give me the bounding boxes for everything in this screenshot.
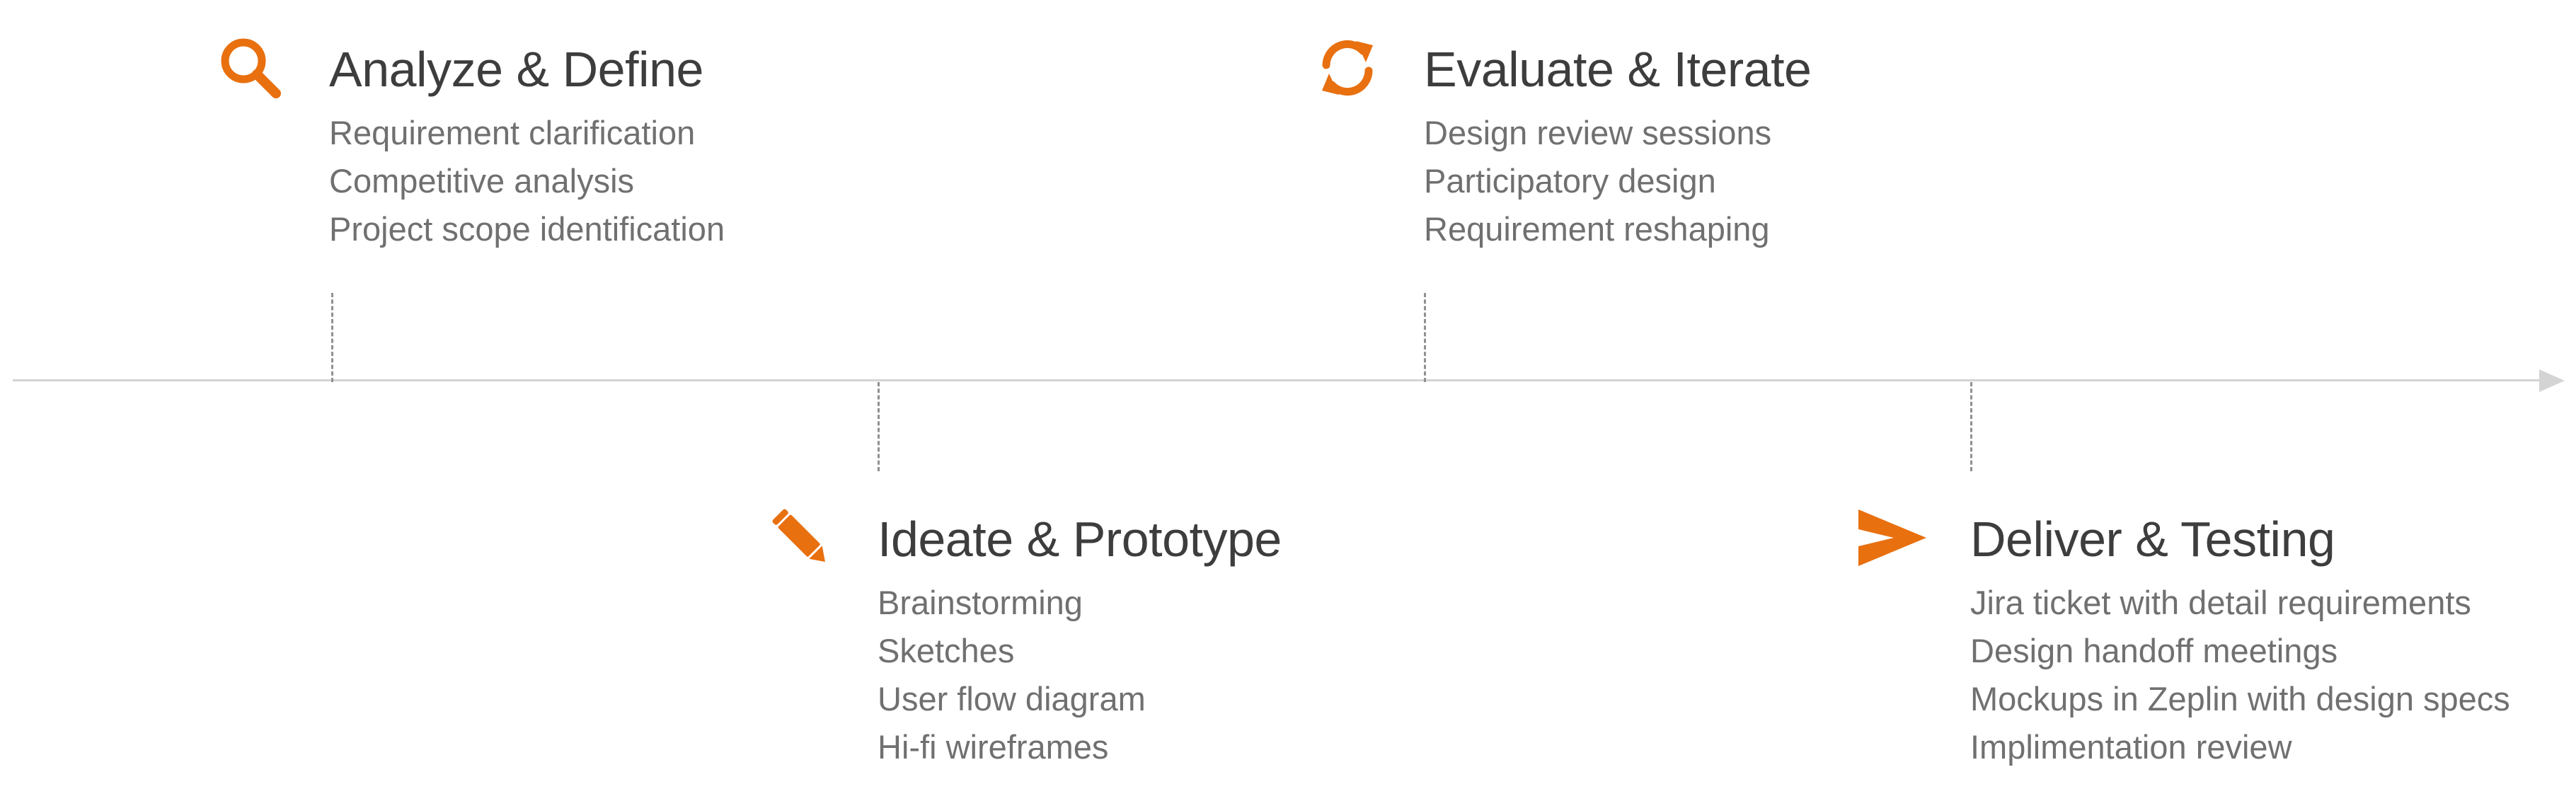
stage-title: Analyze & Define <box>329 42 703 97</box>
stage-title: Deliver & Testing <box>1970 512 2335 567</box>
tick-analyze <box>331 293 333 382</box>
send-icon <box>1858 509 1926 566</box>
list-item: Requirement clarification <box>329 114 696 151</box>
list-item: Design review sessions <box>1424 114 1772 151</box>
list-item: Hi-fi wireframes <box>878 728 1109 766</box>
stage-item-list: Requirement clarification Competitive an… <box>329 109 725 253</box>
list-item: Competitive analysis <box>329 162 635 200</box>
list-item: Mockups in Zeplin with design specs <box>1970 680 2510 718</box>
timeline-axis <box>13 379 2539 381</box>
stage-title: Ideate & Prototype <box>878 512 1282 567</box>
refresh-icon <box>1322 40 1373 96</box>
tick-evaluate <box>1424 293 1426 382</box>
list-item: Project scope identification <box>329 210 725 248</box>
tick-ideate <box>878 382 880 471</box>
timeline-arrowhead <box>2539 369 2565 392</box>
stage-item-list: Jira ticket with detail requirements Des… <box>1970 579 2510 771</box>
list-item: Brainstorming <box>878 584 1083 621</box>
magnifier-icon <box>221 38 281 98</box>
stage-item-list: Brainstorming Sketches User flow diagram… <box>878 579 1146 771</box>
pencil-icon <box>772 509 825 562</box>
tick-deliver <box>1970 382 1972 471</box>
list-item: Requirement reshaping <box>1424 210 1770 248</box>
list-item: User flow diagram <box>878 680 1146 718</box>
list-item: Jira ticket with detail requirements <box>1970 584 2471 621</box>
list-item: Sketches <box>878 632 1015 669</box>
stage-title: Evaluate & Iterate <box>1424 42 1812 97</box>
list-item: Implimentation review <box>1970 728 2292 766</box>
stage-item-list: Design review sessions Participatory des… <box>1424 109 1771 253</box>
list-item: Participatory design <box>1424 162 1716 200</box>
list-item: Design handoff meetings <box>1970 632 2338 669</box>
